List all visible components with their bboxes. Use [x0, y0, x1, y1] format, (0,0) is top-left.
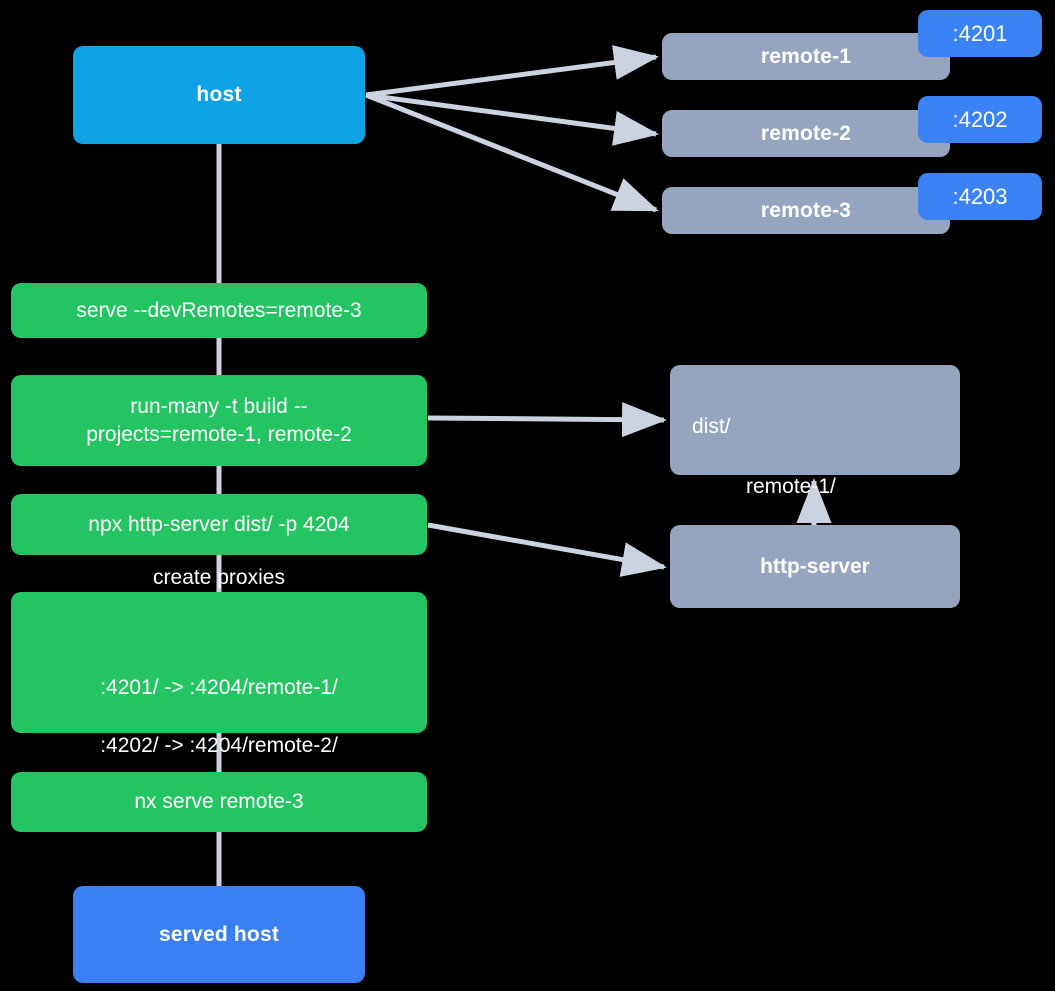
command-serve-devremotes[interactable]: serve --devRemotes=remote-3	[11, 283, 427, 338]
node-http-server[interactable]: http-server	[670, 525, 960, 608]
node-remote-3[interactable]: remote-3	[662, 187, 950, 234]
create-proxies-spacer	[100, 619, 338, 645]
command-npx-http-server[interactable]: npx http-server dist/ -p 4204	[11, 494, 427, 555]
create-proxies-content: create proxies :4201/ -> :4204/remote-1/…	[100, 536, 338, 789]
node-host[interactable]: host	[73, 46, 365, 144]
node-dist-folder[interactable]: dist/ remote-1/ remote-2/	[670, 365, 960, 558]
npx-to-http-server-edge	[427, 522, 667, 577]
node-remote-2[interactable]: remote-2	[662, 110, 950, 157]
create-proxies-title: create proxies	[153, 565, 285, 589]
command-create-proxies[interactable]: create proxies :4201/ -> :4204/remote-1/…	[11, 566, 427, 757]
host-to-remote-edges	[365, 45, 659, 213]
port-badge-remote-1[interactable]: :4201	[918, 10, 1042, 57]
node-remote-1[interactable]: remote-1	[662, 33, 950, 80]
command-run-many-build[interactable]: run-many -t build -- projects=remote-1, …	[11, 375, 427, 466]
proxy-rule-4201: :4201/ -> :4204/remote-1/	[100, 675, 338, 699]
port-badge-remote-3[interactable]: :4203	[918, 173, 1042, 220]
port-badge-remote-2[interactable]: :4202	[918, 96, 1042, 143]
build-to-dist-edge	[427, 402, 667, 438]
node-served-host[interactable]: served host	[73, 886, 365, 983]
proxy-rule-4202: :4202/ -> :4204/remote-2/	[100, 733, 338, 757]
dist-child-remote-1: remote-1/	[746, 474, 836, 498]
dist-root-label: dist/	[692, 414, 731, 438]
command-nx-serve-remote-3[interactable]: nx serve remote-3	[11, 772, 427, 832]
